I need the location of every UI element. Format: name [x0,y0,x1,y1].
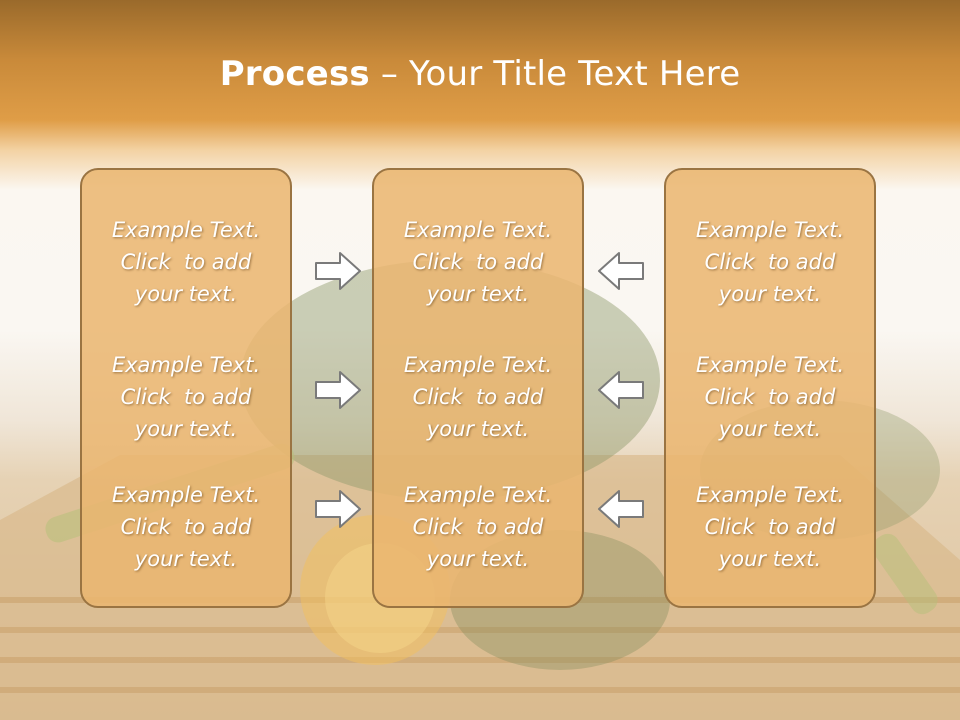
text-line: your text. [426,282,530,306]
text-line: Click to add [120,385,252,409]
text-placeholder[interactable]: Example Text. Click to add your text. [666,479,874,575]
text-line: Example Text. [111,483,261,507]
title-bold: Process [219,54,370,94]
text-placeholder[interactable]: Example Text. Click to add your text. [374,349,582,445]
text-line: Example Text. [403,353,553,377]
title-rest: – Your Title Text Here [369,54,741,94]
text-placeholder[interactable]: Example Text. Click to add your text. [374,214,582,310]
text-placeholder[interactable]: Example Text. Click to add your text. [666,214,874,310]
text-line: your text. [134,417,238,441]
right-arrow-icon [315,371,361,409]
text-line: your text. [718,282,822,306]
text-line: Example Text. [403,218,553,242]
text-line: Click to add [412,250,544,274]
text-line: your text. [718,547,822,571]
text-line: Click to add [704,250,836,274]
text-line: Example Text. [695,218,845,242]
text-line: your text. [426,417,530,441]
text-line: your text. [134,547,238,571]
text-line: Example Text. [111,353,261,377]
text-placeholder[interactable]: Example Text. Click to add your text. [82,349,290,445]
text-line: Click to add [120,250,252,274]
text-line: your text. [134,282,238,306]
left-arrow-icon [598,371,644,409]
process-box-right[interactable]: Example Text. Click to add your text. Ex… [664,168,876,608]
text-line: Example Text. [695,483,845,507]
text-line: Click to add [120,515,252,539]
text-line: Click to add [412,515,544,539]
process-box-left[interactable]: Example Text. Click to add your text. Ex… [80,168,292,608]
text-line: Example Text. [403,483,553,507]
text-placeholder[interactable]: Example Text. Click to add your text. [82,479,290,575]
text-placeholder[interactable]: Example Text. Click to add your text. [82,214,290,310]
text-line: Example Text. [695,353,845,377]
process-box-center[interactable]: Example Text. Click to add your text. Ex… [372,168,584,608]
text-line: Click to add [704,515,836,539]
text-placeholder[interactable]: Example Text. Click to add your text. [666,349,874,445]
text-line: Example Text. [111,218,261,242]
text-line: Click to add [412,385,544,409]
right-arrow-icon [315,490,361,528]
text-line: your text. [426,547,530,571]
left-arrow-icon [598,490,644,528]
text-line: your text. [718,417,822,441]
left-arrow-icon [598,252,644,290]
text-line: Click to add [704,385,836,409]
slide-title[interactable]: Process – Your Title Text Here [0,52,960,96]
right-arrow-icon [315,252,361,290]
text-placeholder[interactable]: Example Text. Click to add your text. [374,479,582,575]
